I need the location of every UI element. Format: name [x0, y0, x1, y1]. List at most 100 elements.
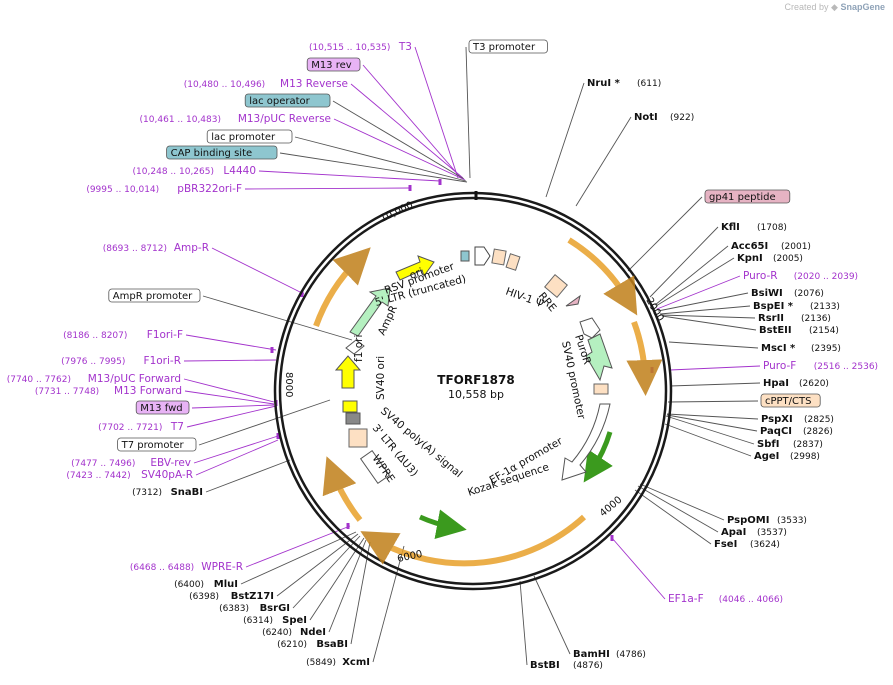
leader-line	[669, 382, 761, 387]
label-cppt-cts-text: cPPT/CTS	[765, 396, 811, 407]
snapgene-credit: Created by ◆ SnapGene	[785, 2, 886, 13]
enzyme-pos-msci-: (2395)	[811, 344, 841, 354]
label-m13-rev-text: M13 rev	[311, 60, 352, 71]
enzyme-pspomi: PspOMI	[727, 515, 769, 526]
leader-line	[667, 400, 759, 403]
label-t3-promoter: T3 promoter	[468, 39, 548, 54]
leader-line	[669, 365, 761, 371]
enzyme-nrui-: NruI *	[587, 78, 621, 89]
orf-arc-4	[322, 456, 363, 522]
primer-pos-m13-reverse: (10,480 .. 10,496)	[184, 80, 265, 90]
enzyme-pos-bstz17i: (6398)	[189, 592, 219, 602]
primer-m13-forward: M13 Forward	[114, 385, 182, 397]
enzyme-acc65i: Acc65I	[731, 241, 768, 252]
label-ampr-promoter-text: AmpR promoter	[113, 291, 193, 302]
puror-arrow	[585, 333, 613, 382]
enzyme-pos-bsabi: (6210)	[277, 640, 307, 650]
ampr-promoter-arrow	[345, 339, 365, 355]
primer-site-marker	[346, 523, 350, 529]
enzyme-mlui: MluI	[214, 579, 238, 590]
enzyme-pos-bspei-: (2133)	[810, 302, 840, 312]
enzyme-xcmi: XcmI	[342, 657, 370, 668]
leader-line	[240, 531, 357, 585]
leader-line	[660, 314, 756, 319]
rre-box	[544, 274, 568, 298]
plasmid-name: TFORF1878	[437, 373, 514, 387]
primer-puro-f: Puro-F	[763, 360, 796, 372]
primer-pos-l4440: (10,248 .. 10,265)	[133, 167, 214, 177]
primer-site-marker	[408, 185, 412, 191]
leader-line	[664, 423, 752, 457]
sv40-promoter-arrow	[579, 317, 601, 339]
primer-pos-m13-forward: (7731 .. 7748)	[35, 387, 99, 397]
label-m13-fwd-bg	[135, 400, 190, 415]
leader-line	[309, 537, 365, 621]
primer-site-marker	[650, 367, 654, 373]
orf-arc-1	[567, 237, 638, 316]
label-cppt-cts-bg	[760, 393, 821, 408]
primer-pos-puro-r: (2020 .. 2039)	[794, 272, 858, 282]
feature-ori: ori	[408, 266, 425, 282]
lac-region-box	[460, 250, 470, 262]
leader-lines	[183, 46, 761, 666]
primer-t3: T3	[398, 41, 412, 53]
leader-line	[414, 46, 459, 179]
enzyme-pos-kpni: (2005)	[773, 254, 803, 264]
enzyme-pos-nrui-: (611)	[637, 79, 661, 89]
plasmid-size: 10,558 bp	[448, 388, 504, 401]
enzyme-pos-spei: (6314)	[243, 616, 273, 626]
primer-f1ori-f: F1ori-F	[147, 329, 183, 341]
orf-green-2	[418, 509, 467, 540]
primer-pos-f1ori-f: (8186 .. 8207)	[63, 331, 127, 341]
primer-l4440: L4440	[223, 165, 256, 177]
leader-line	[294, 136, 467, 182]
primer-pos-amp-r: (8693 .. 8712)	[103, 244, 167, 254]
feature-sv40-ori: SV40 ori	[375, 356, 387, 400]
primer-pos-t7: (7702 .. 7721)	[98, 423, 162, 433]
primer-m13-reverse: M13 Reverse	[280, 78, 348, 90]
cppt-box	[593, 383, 609, 395]
primer-pos-puro-f: (2516 .. 2536)	[814, 362, 878, 372]
leader-line	[362, 64, 462, 179]
leader-line	[195, 439, 279, 476]
enzyme-bsabi: BsaBI	[316, 639, 348, 650]
label-lac-promoter-text: lac promoter	[211, 132, 276, 143]
tick-label-8000: 8000	[283, 372, 294, 397]
primer-site-marker	[438, 179, 442, 185]
leader-line	[211, 247, 305, 295]
backbone-inner	[278, 196, 668, 586]
feature-shapes	[334, 246, 613, 484]
enzyme-pos-kfli: (1708)	[757, 223, 787, 233]
leader-line	[185, 334, 277, 351]
leader-line	[637, 485, 719, 533]
enzyme-noti: NotI	[634, 112, 658, 123]
primer-sv40pa-r: SV40pA-R	[141, 469, 193, 481]
leader-line	[655, 257, 735, 307]
label-t3-promoter-text: T3 promoter	[472, 42, 536, 53]
primer-ef1a-f: EF1a-F	[668, 593, 704, 605]
label-t3-promoter-bg	[468, 39, 548, 54]
feature-ampr: AmpR	[376, 304, 400, 338]
enzyme-pos-snabi: (7312)	[132, 488, 162, 498]
enzyme-pos-sbfi: (2837)	[793, 440, 823, 450]
snapgene-logo-icon: ◆	[831, 2, 838, 12]
enzyme-pos-acc65i: (2001)	[781, 242, 811, 252]
primer-site-marker	[300, 291, 304, 297]
hiv-psi-box	[505, 253, 521, 271]
leader-line	[533, 575, 571, 655]
label-cap-binding-site-bg	[166, 145, 278, 160]
leader-line	[183, 359, 277, 362]
enzyme-apai: ApaI	[721, 527, 746, 538]
backbone-outer	[273, 191, 673, 591]
primer-t7: T7	[170, 421, 184, 433]
enzyme-ndei: NdeI	[300, 627, 326, 638]
primer-puro-r: Puro-R	[743, 270, 778, 282]
enzyme-kpni: KpnI	[737, 253, 763, 264]
leader-line	[656, 275, 741, 310]
label-lac-operator-bg	[244, 93, 331, 108]
orf-arc-2	[626, 320, 663, 396]
primer-wpre-r: WPRE-R	[201, 561, 243, 573]
tick-label-10000: 10,000	[379, 200, 415, 225]
enzyme-bsteii: BstEII	[759, 325, 792, 336]
leader-line	[627, 196, 703, 272]
